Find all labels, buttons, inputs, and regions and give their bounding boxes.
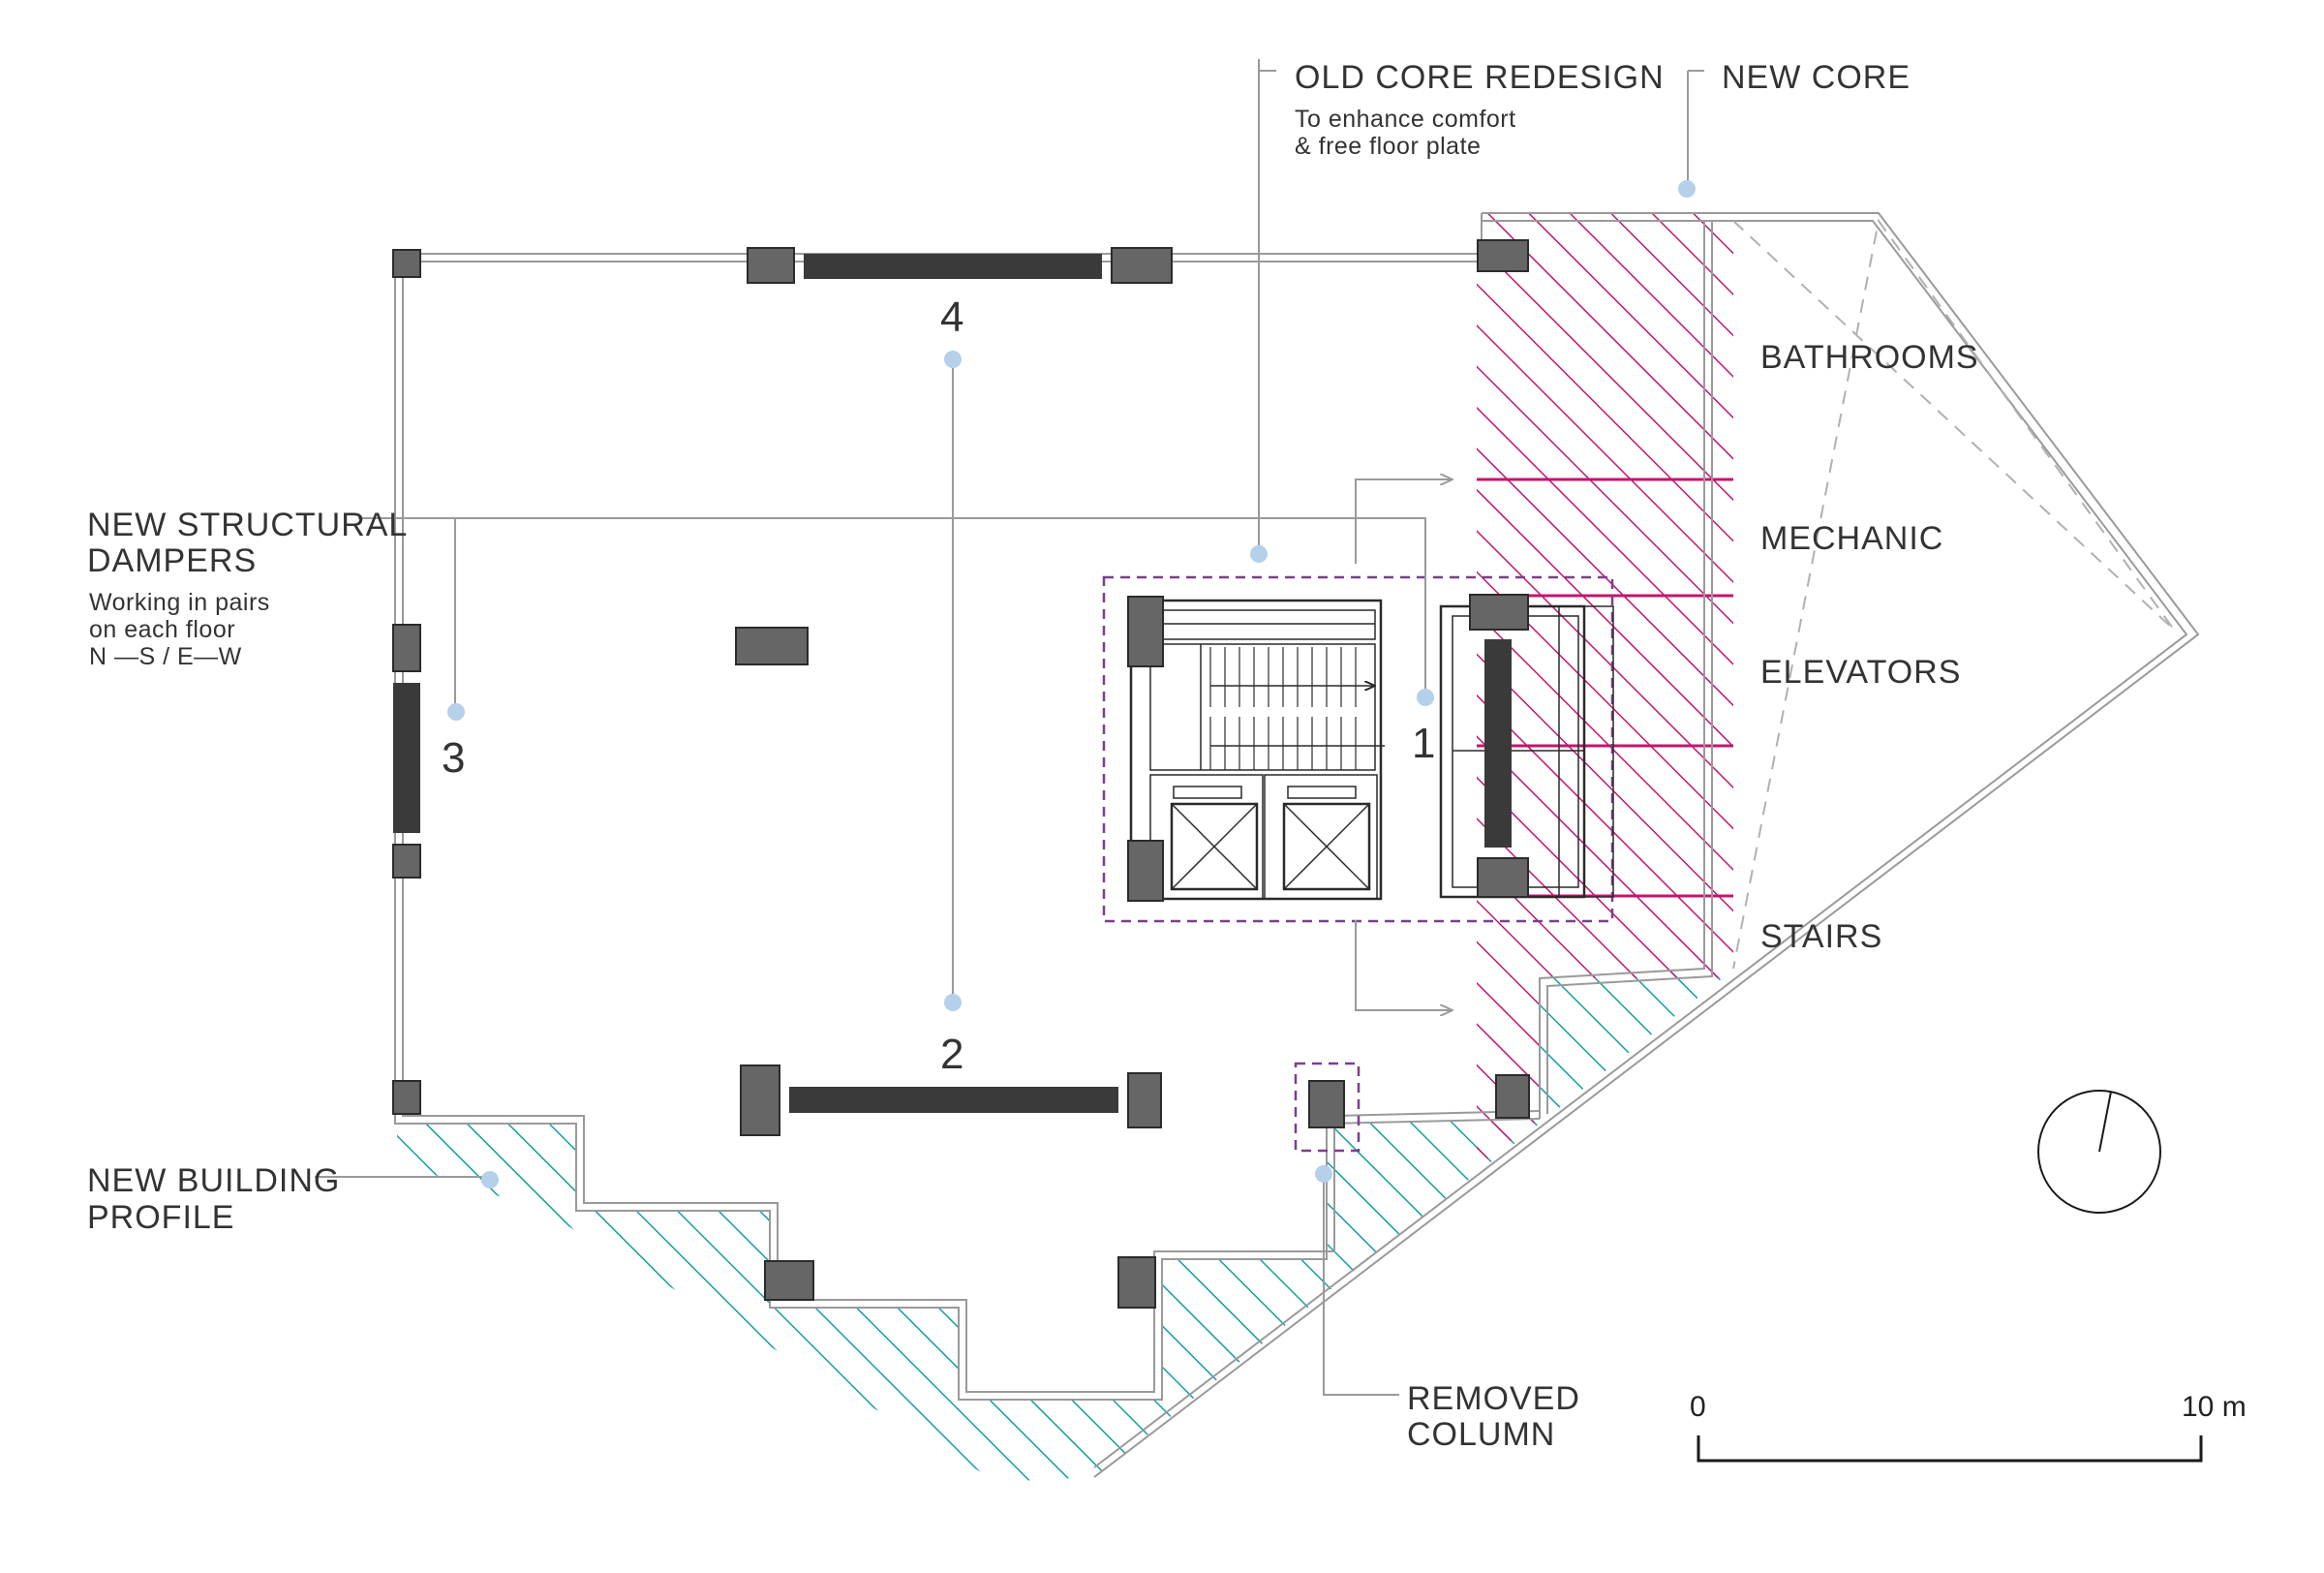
new-core-label: NEW CORE — [1722, 59, 1911, 96]
column — [747, 247, 795, 284]
new-building-profile-hatch — [397, 969, 1728, 1482]
old-core-desc-1: To enhance comfort — [1295, 106, 1516, 133]
removed-column — [1308, 1080, 1345, 1128]
damper-1 — [1484, 639, 1512, 848]
column — [1127, 840, 1164, 902]
annotations: OLD CORE REDESIGN To enhance comfort & f… — [87, 59, 1979, 1453]
leader-dots — [447, 180, 1696, 1188]
column — [1477, 239, 1529, 272]
dampers-label-2: DAMPERS — [87, 542, 257, 579]
dampers-label-1: NEW STRUCTURAL — [87, 507, 408, 543]
dampers-desc-3: N —S / E—W — [89, 643, 242, 670]
column — [1477, 857, 1529, 898]
damper-3 — [393, 683, 420, 833]
leader-dot — [447, 703, 465, 721]
scale-bar-end: 10 m — [2182, 1391, 2247, 1423]
column — [1495, 1074, 1530, 1119]
damper-2 — [789, 1087, 1118, 1113]
leader-dot — [1678, 180, 1696, 198]
stairs-label: STAIRS — [1760, 918, 1882, 955]
column — [392, 1080, 421, 1115]
column — [1127, 1072, 1162, 1128]
old-core-outline — [1102, 575, 1614, 1153]
bathrooms-label: BATHROOMS — [1760, 339, 1979, 376]
damper-4 — [804, 254, 1102, 279]
damper-number-4: 4 — [940, 293, 963, 341]
column — [392, 249, 421, 278]
dampers — [393, 254, 1512, 1113]
profile-label-2: PROFILE — [87, 1199, 234, 1236]
leader-dot — [944, 994, 962, 1011]
column — [764, 1260, 814, 1301]
north-arrow-icon — [2037, 1090, 2161, 1214]
column — [1127, 596, 1164, 667]
leader-lines — [315, 59, 1704, 1396]
profile-label-1: NEW BUILDING — [87, 1162, 340, 1199]
dampers-desc-1: Working in pairs — [89, 589, 270, 616]
column — [1117, 1256, 1156, 1309]
mechanic-label: MECHANIC — [1760, 520, 1943, 557]
scale-bar-start: 0 — [1690, 1391, 1706, 1423]
old-core-title: OLD CORE REDESIGN — [1295, 59, 1665, 96]
column — [740, 1064, 780, 1136]
damper-number-3: 3 — [442, 734, 465, 782]
damper-number-1: 1 — [1412, 720, 1435, 767]
leader-dot — [1417, 689, 1434, 706]
columns — [392, 239, 1530, 1309]
column — [392, 624, 421, 672]
column — [392, 844, 421, 879]
column — [1469, 594, 1529, 631]
leader-dot — [481, 1171, 499, 1188]
removed-column-label-2: COLUMN — [1407, 1416, 1555, 1453]
scale-bar: 0 10 m — [1690, 1391, 2247, 1463]
column — [735, 627, 809, 665]
column — [1111, 247, 1173, 284]
removed-column-label-1: REMOVED — [1407, 1380, 1580, 1417]
dampers-desc-2: on each floor — [89, 616, 235, 643]
leader-dot — [944, 351, 962, 368]
old-core-desc-2: & free floor plate — [1295, 133, 1481, 160]
leader-dot — [1250, 545, 1268, 563]
elevators-label: ELEVATORS — [1760, 654, 1961, 691]
leader-dot — [1315, 1165, 1332, 1183]
damper-number-2: 2 — [940, 1031, 963, 1078]
damper-numbers: 4 3 1 2 — [442, 293, 1435, 1078]
